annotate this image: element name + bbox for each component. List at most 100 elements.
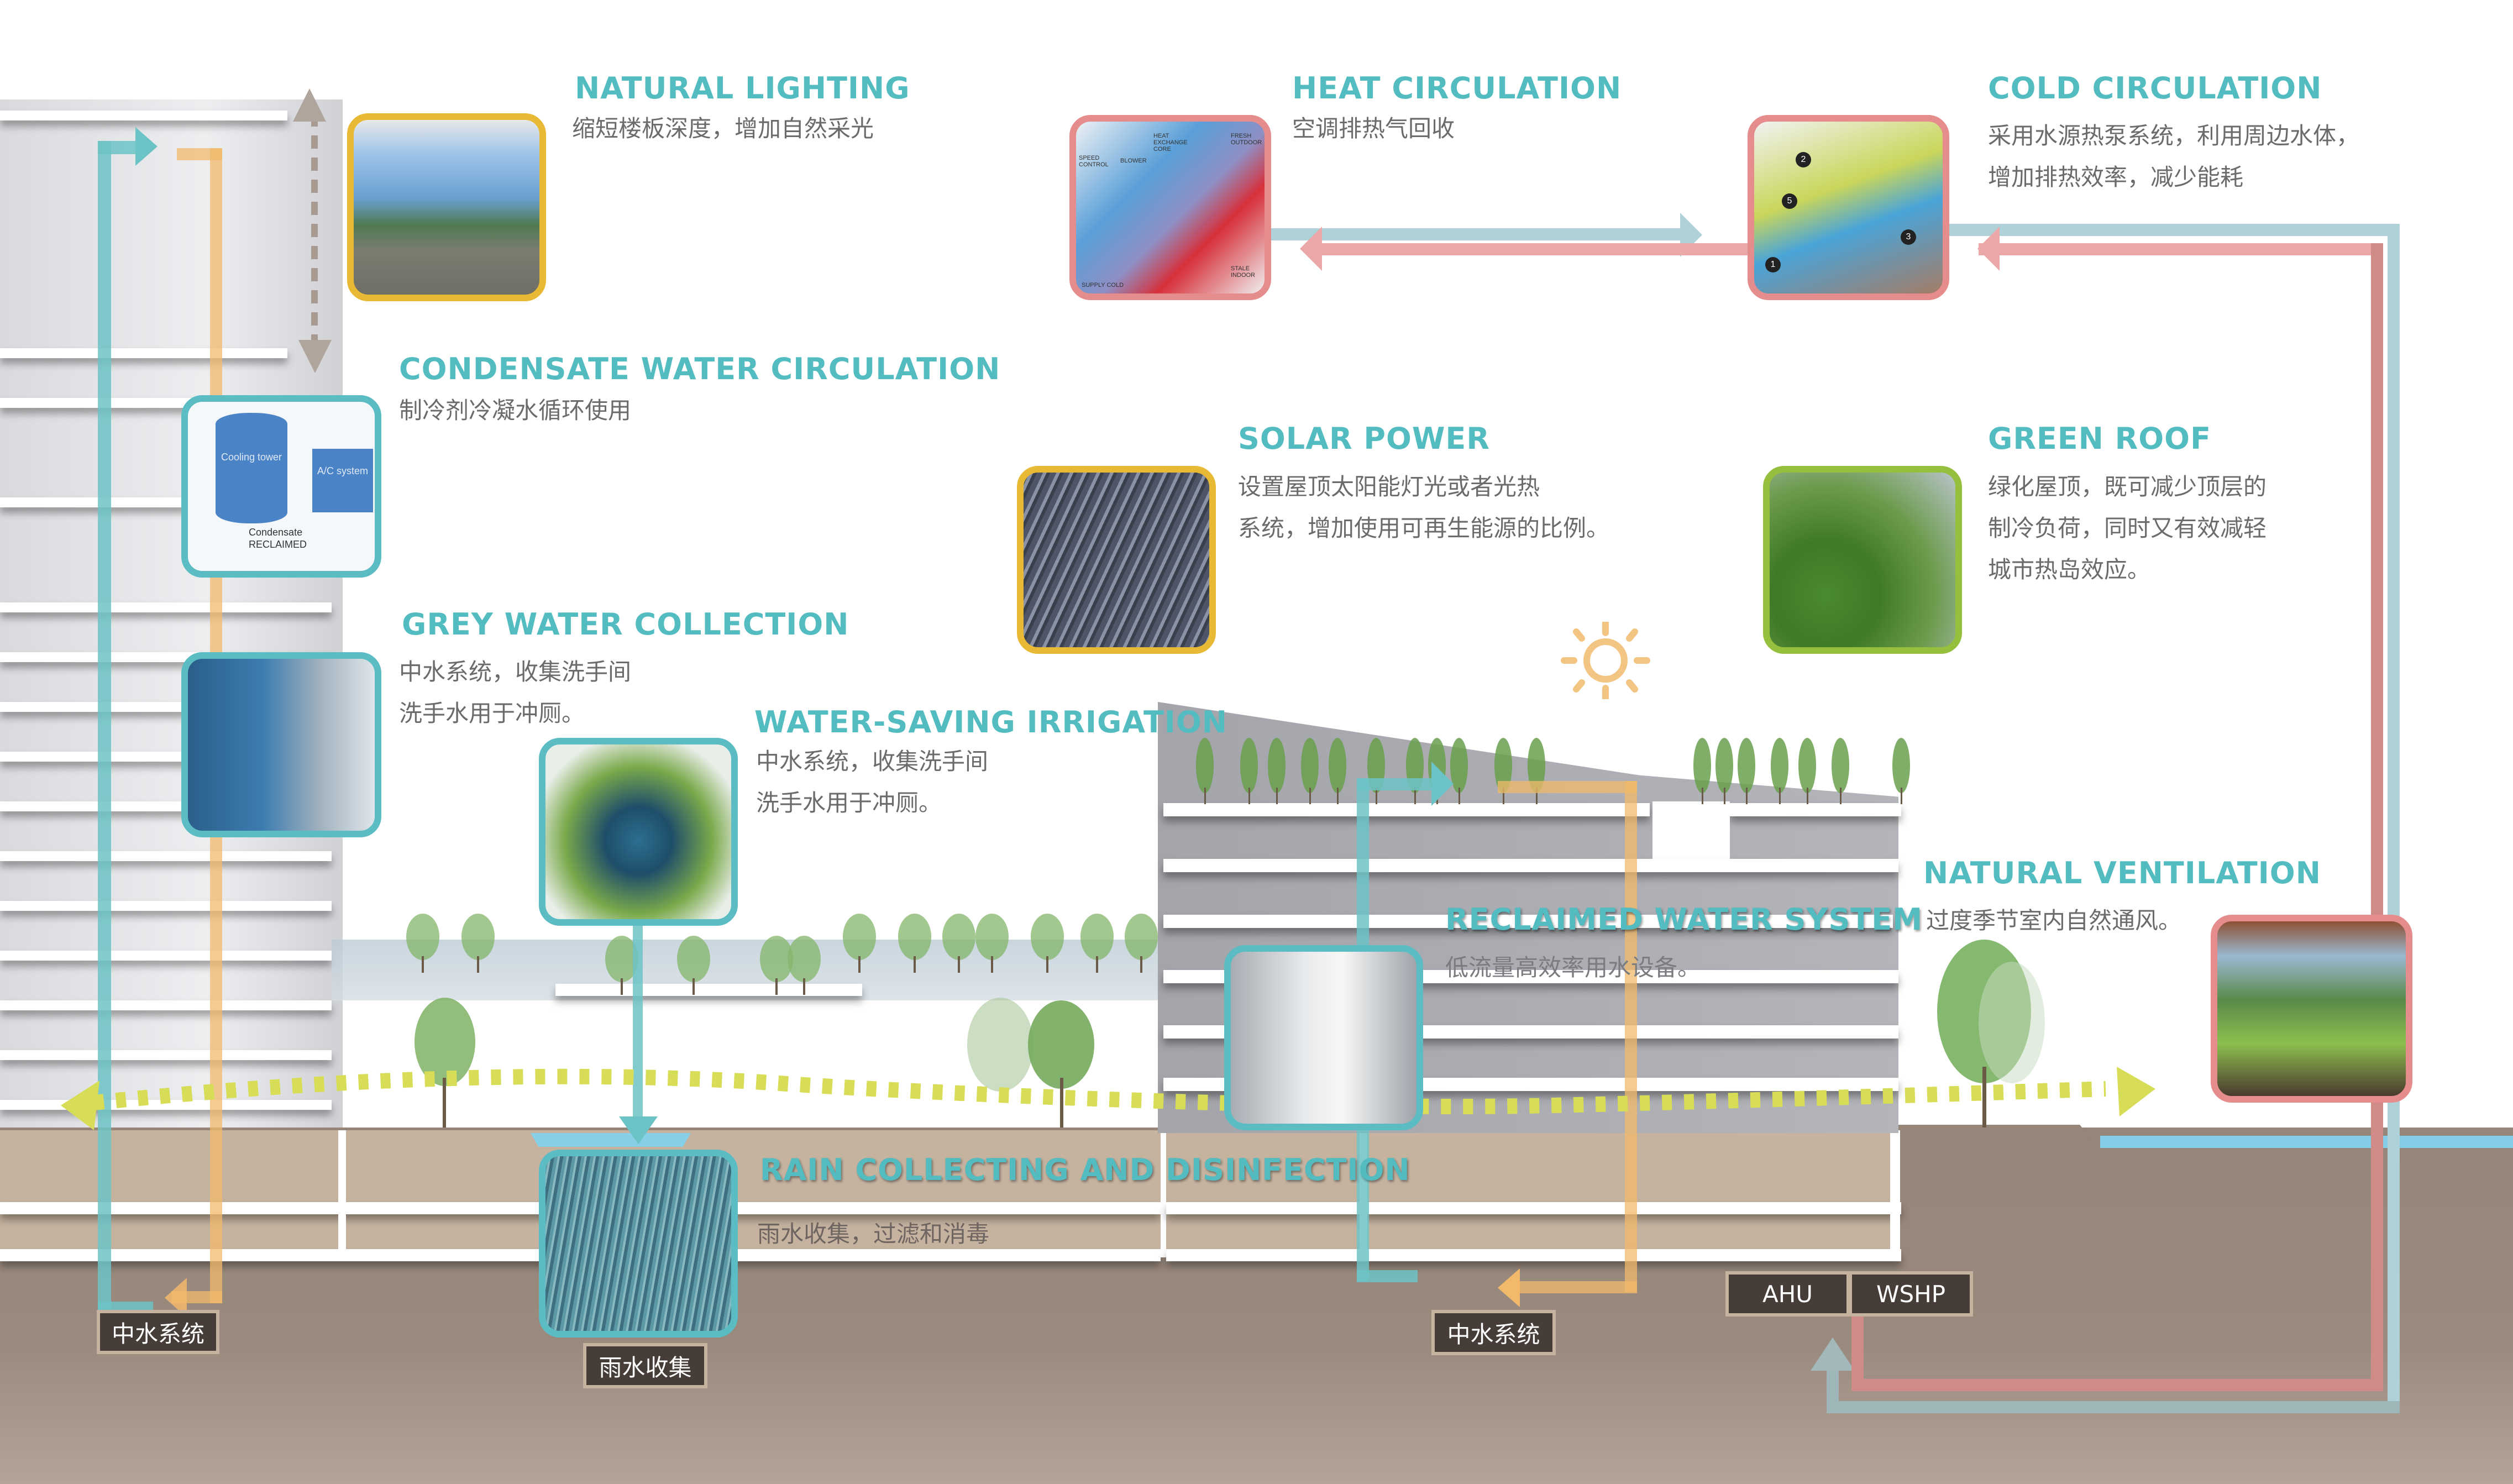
irrigation-image: [539, 738, 738, 926]
water-body: [2100, 1136, 2513, 1148]
heat-pipe-top: [1321, 243, 1763, 255]
tree-icon: [1268, 738, 1286, 804]
grey-water-system-label-right: 中水系统: [1431, 1310, 1556, 1355]
rain-tank: [531, 1133, 691, 1147]
arrow-left-icon: [165, 1278, 187, 1318]
natural-lighting-image: [347, 113, 546, 301]
stale-indoor-label: STALE INDOOR: [1231, 265, 1255, 279]
teal-pipe-right-top: [1357, 778, 1434, 790]
cold-circulation-desc-1: 采用水源热泵系统，利用周边水体，: [1988, 122, 2360, 149]
tree-icon: [1528, 738, 1545, 804]
wshp-label: WSHP: [1849, 1271, 1973, 1317]
tree-icon: [677, 936, 710, 995]
arrow-down-icon: [298, 340, 332, 373]
reclaimed-water-image: [1224, 945, 1423, 1130]
orange-pipe-right-top: [1498, 781, 1637, 793]
natural-lighting-title: NATURAL LIGHTING: [575, 71, 910, 106]
irrigation-pipe: [633, 923, 643, 1122]
marker-3: 3: [1901, 229, 1916, 245]
solar-power-desc-2: 系统，增加使用可再生能源的比例。: [1238, 515, 1610, 542]
marker-1: 1: [1765, 257, 1781, 272]
heat-pipe-down: [1851, 1296, 1864, 1391]
reclaimed-water-desc: 低流量高效率用水设备。: [1445, 954, 1701, 981]
tree-icon: [760, 936, 793, 995]
green-roof-desc-2: 制冷负荷，同时又有效减轻: [1988, 515, 2267, 542]
tree-icon: [1301, 738, 1319, 804]
grey-water-desc-1: 中水系统，收集洗手间: [399, 658, 632, 685]
arrow-left-icon: [1300, 227, 1322, 271]
tree-icon: [605, 936, 638, 995]
tree-icon: [1031, 914, 1064, 973]
supply-cold-label: SUPPLY COLD: [1082, 282, 1124, 289]
green-roof-title: GREEN ROOF: [1988, 421, 2211, 456]
irrigation-title: WATER-SAVING IRRIGATION: [754, 705, 1227, 740]
orange-pipe-right-bottom: [1514, 1281, 1637, 1293]
marker-2: 2: [1796, 152, 1811, 167]
tree-icon: [1693, 738, 1711, 804]
natural-lighting-desc: 缩短楼板深度，增加自然采光: [572, 115, 874, 142]
grey-water-system-label-left: 中水系统: [97, 1310, 219, 1354]
condensate-title: CONDENSATE WATER CIRCULATION: [399, 352, 1001, 386]
tree-icon: [942, 914, 975, 973]
tree-icon: [1240, 738, 1258, 804]
ahu-label: AHU: [1725, 1271, 1850, 1317]
cold-circulation-image: 2 5 3 1: [1748, 115, 1949, 300]
cooling-tower-label: Cooling tower: [221, 452, 282, 463]
tree-icon: [788, 936, 821, 995]
left-tower: [0, 99, 343, 1128]
floor-slab: [0, 901, 332, 911]
arrow-left-icon: [1498, 1268, 1520, 1307]
grey-water-title: GREY WATER COLLECTION: [402, 607, 849, 642]
sun-icon: [1561, 622, 1650, 699]
teal-pipe-left: [98, 141, 111, 1313]
cold-pipe-vertical: [2388, 224, 2400, 1412]
floor-slab: [0, 602, 332, 612]
rain-collecting-title: RAIN COLLECTING AND DISINFECTION: [760, 1152, 1410, 1187]
condensate-desc: 制冷剂冷凝水循环使用: [399, 397, 632, 424]
tree-icon: [898, 914, 931, 973]
floor-slab: [1163, 859, 1898, 872]
cold-pipe-bottom: [1827, 1401, 2400, 1413]
arrow-up-icon: [293, 88, 326, 122]
green-roof-desc-1: 绿化屋顶，既可减少顶层的: [1988, 473, 2267, 500]
heat-pipe-bottom: [1851, 1379, 2383, 1391]
rain-image: [539, 1150, 738, 1338]
blower-label: BLOWER: [1120, 158, 1147, 164]
cold-pipe-right: [1945, 224, 2399, 236]
podium-slab: [555, 984, 862, 996]
arrow-left-icon: [1977, 227, 2000, 271]
light-dashed-line: [311, 113, 318, 351]
heat-pipe-right: [1979, 243, 2382, 255]
floor-slab: [0, 951, 332, 961]
solar-power-title: SOLAR POWER: [1238, 421, 1490, 456]
natural-ventilation-image: [2211, 915, 2412, 1103]
tree-icon: [1125, 914, 1158, 973]
arrow-down-icon: [619, 1116, 658, 1144]
tree-icon: [1329, 738, 1346, 804]
roof-slab: [1163, 803, 1650, 816]
cold-circulation-desc-2: 增加排热效率，减少能耗: [1988, 164, 2244, 191]
heat-circulation-desc: 空调排热气回收: [1292, 115, 1455, 142]
heat-circulation-image: HEAT EXCHANGE CORE SPEED CONTROL BLOWER …: [1069, 115, 1271, 300]
reclaimed-text: RECLAIMED: [249, 539, 307, 550]
heat-circulation-title: HEAT CIRCULATION: [1292, 71, 1622, 106]
irrigation-desc-1: 中水系统，收集洗手间: [756, 748, 989, 775]
parking-slab: [1166, 1202, 1901, 1214]
tree-icon: [1715, 738, 1733, 804]
ventilation-flow: [61, 1067, 2155, 1130]
natural-ventilation-title: NATURAL VENTILATION: [1923, 856, 2321, 890]
floor-slab: [0, 1050, 332, 1060]
floor-slab: [0, 851, 332, 861]
ac-system-label: A/C system: [317, 465, 368, 476]
arrow-up-icon: [1811, 1338, 1855, 1371]
tree-icon: [967, 998, 1094, 1128]
roof-slab: [1730, 803, 1901, 816]
rain-collection-label: 雨水收集: [583, 1343, 707, 1388]
tree-icon: [406, 914, 439, 973]
arrow-right-icon: [1431, 762, 1454, 806]
teal-pipe-right-bottom: [1357, 1270, 1418, 1282]
tree-icon: [975, 914, 1009, 973]
parking-slab: [1166, 1249, 1901, 1261]
